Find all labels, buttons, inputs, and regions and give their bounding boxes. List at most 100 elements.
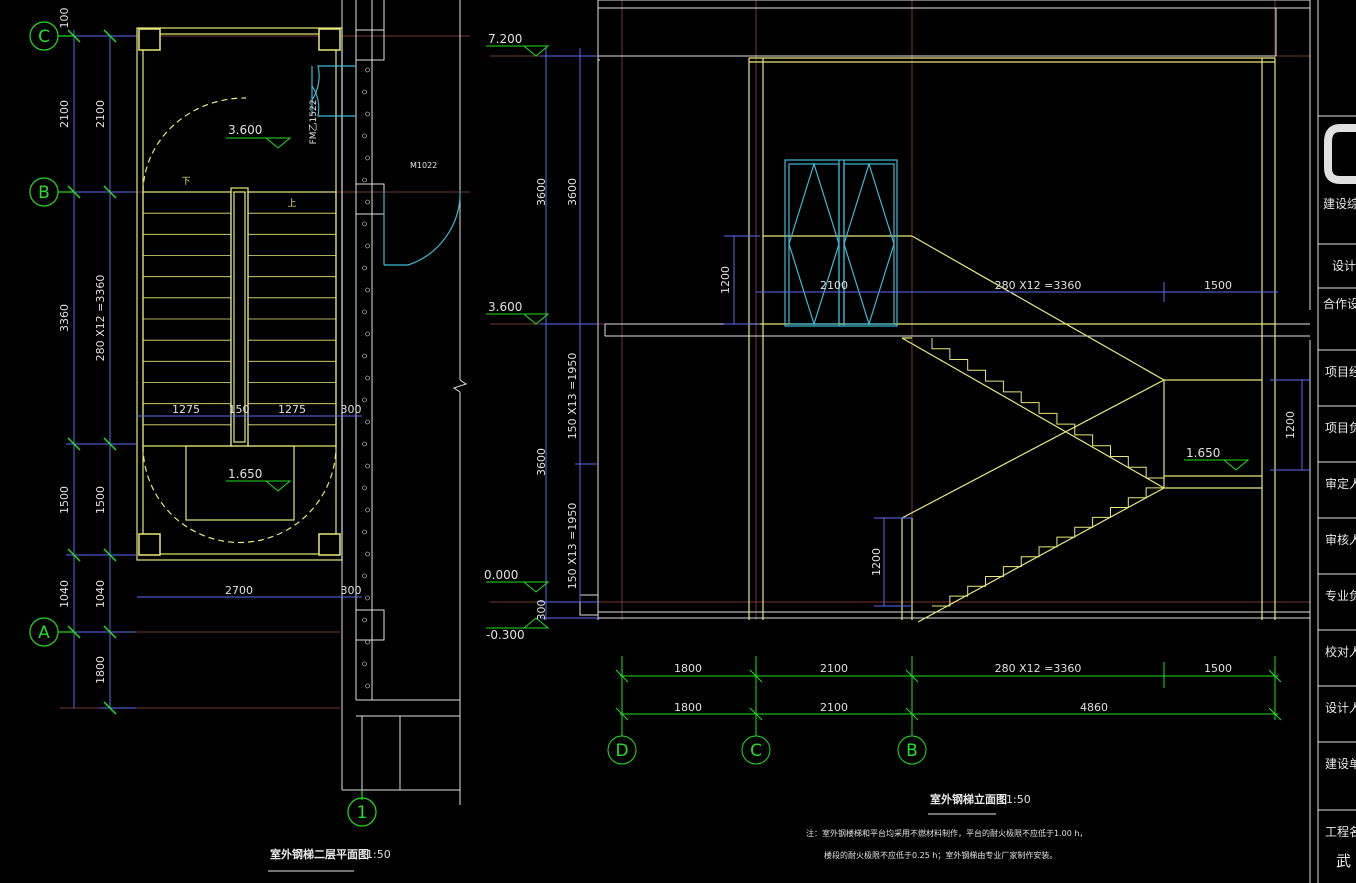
tb-row-12: 武 [1336, 852, 1351, 870]
tb-row-5: 审定人 [1325, 476, 1356, 491]
elev-bottom2-dim-2100: 2100 [820, 701, 848, 714]
plan-axis-c: C [38, 27, 50, 47]
column-top-left [138, 28, 161, 51]
elevation-scale: 1:50 [1006, 793, 1031, 806]
plan-dim-300-bottom: 300 [341, 584, 362, 597]
plan-arrow-up-label: 上 [287, 198, 296, 209]
wall-hatch-dot [365, 551, 370, 557]
title-block: 建设综 设计 合作设 项目经 项目负 审定人 审核人 专业负 校对人 设计人 建… [1317, 0, 1356, 883]
elev-side-dim-1200-bottom: 1200 [870, 548, 883, 576]
wall-hatch-dot [362, 133, 367, 139]
elev-top-dim-2100: 2100 [820, 279, 848, 292]
wall-hatch-dot [362, 661, 367, 667]
wall-hatch-dot [365, 375, 370, 381]
elev-axis-c: C [750, 741, 762, 761]
elev-level-0000: 0.000 [484, 568, 518, 582]
plan-axis-a: A [38, 623, 50, 643]
wall-hatch-dot [365, 67, 370, 73]
elev-dim-inner-3600: 3600 [566, 178, 579, 206]
wall-hatch-dot [365, 419, 370, 425]
wall-hatch-dot [362, 177, 367, 183]
tb-row-7: 专业负 [1325, 588, 1356, 603]
wall-hatch-dot [362, 221, 367, 227]
wall-hatch-dot [365, 287, 370, 293]
plan-dim-outer-3360: 3360 [58, 304, 71, 332]
wall-hatch-dot [362, 309, 367, 315]
wall-hatch-dot [362, 397, 367, 403]
stair-elevation-view: D C B 7.200 3.600 0.000 -0.300 1.650 360… [484, 0, 1311, 883]
wall-hatch-dot [362, 441, 367, 447]
elev-dim-outer-3600-lower: 3600 [535, 448, 548, 476]
wall-hatch-dot [362, 89, 367, 95]
elev-axis-b: B [906, 741, 918, 761]
plan-dim-outer-100: 100 [58, 8, 71, 29]
elevation-step-profile [931, 338, 1164, 479]
elev-top-dim-1500: 1500 [1204, 279, 1232, 292]
plan-dim-2700: 2700 [225, 584, 253, 597]
wall-hatch-dot [365, 243, 370, 249]
wall-hatch-dot [362, 485, 367, 491]
elev-side-dim-1200-right: 1200 [1284, 411, 1297, 439]
plan-dim-outer-1800: 1800 [94, 656, 107, 684]
wall-hatch-dot [365, 111, 370, 117]
tb-row-6: 审核人 [1325, 532, 1356, 547]
elev-dim-inner-1950-upper: 150 X13 =1950 [566, 353, 579, 440]
elevation-step-profile [932, 478, 1165, 607]
tb-row-4: 项目负 [1325, 421, 1356, 435]
elev-bottom2-dim-1800: 1800 [674, 701, 702, 714]
elev-bottom-dim-2100: 2100 [820, 662, 848, 675]
plan-level-1650: 1.650 [228, 467, 262, 481]
wall-hatch-dot [365, 507, 370, 513]
plan-level-3600: 3.600 [228, 123, 262, 137]
elevation-title: 室外钢梯立面图 [930, 792, 1007, 806]
elev-side-dim-1200-door: 1200 [719, 266, 732, 294]
column-top-right [318, 28, 341, 51]
plan-dim-outer-1500: 1500 [58, 486, 71, 514]
tb-row-9: 设计人 [1325, 701, 1356, 715]
elev-dim-outer-300: 300 [535, 600, 548, 621]
elev-axis-d: D [615, 741, 628, 761]
tb-row-1: 设计 [1332, 259, 1356, 273]
plan-scale: 1:50 [366, 848, 391, 861]
elevation-note-line2: 楼段的耐火极限不应低于0.25 h；室外钢梯由专业厂家制作安装。 [824, 850, 1057, 860]
plan-dim-300: 300 [341, 403, 362, 416]
wall-hatch-dot [362, 353, 367, 359]
tb-row-2: 合作设 [1323, 296, 1356, 311]
elev-dim-outer-3600-upper: 3600 [535, 178, 548, 206]
column-bottom-left [138, 533, 161, 556]
wall-hatch-dot [365, 199, 370, 205]
elev-bottom-dim-3360: 280 X12 =3360 [995, 662, 1082, 675]
wall-hatch-dot [365, 595, 370, 601]
plan-dim-1275-right: 1275 [278, 403, 306, 416]
elevation-note-line1: 注：室外钢楼梯和平台均采用不燃材料制作，平台的耐火极限不应低于1.00 h， [806, 828, 1087, 838]
plan-dim-inner-2100: 2100 [94, 100, 107, 128]
wall-hatch-dot [365, 639, 370, 645]
plan-dim-inner-1500: 1500 [94, 486, 107, 514]
stair-plan-view: C B A 1 100 2100 3360 1500 1040 1800 210… [29, 0, 468, 872]
wall-hatch-dot [365, 463, 370, 469]
wall-hatch-dot [365, 331, 370, 337]
plan-dim-inner-3360: 280 X12 =3360 [94, 275, 107, 362]
plan-dim-outer-1040: 1040 [58, 580, 71, 608]
wall-hatch-dot [365, 683, 370, 689]
plan-title: 室外钢梯二层平面图 [270, 847, 369, 861]
plan-dim-1275-left: 1275 [172, 403, 200, 416]
wall-hatch-dot [365, 155, 370, 161]
column-bottom-right [318, 533, 341, 556]
plan-dim-inner-1040: 1040 [94, 580, 107, 608]
elevation-door [784, 159, 898, 327]
door-swing-m1022 [384, 189, 461, 266]
company-logo-icon [1324, 124, 1356, 184]
elev-level-minus-0300: -0.300 [486, 628, 525, 642]
door-label-m1022: M1022 [410, 161, 437, 170]
elev-level-1650: 1.650 [1186, 446, 1220, 460]
tb-row-10: 建设单 [1325, 757, 1356, 771]
door-label-fm1522: FM乙1522 [308, 100, 319, 145]
plan-arrow-down-label: 下 [181, 177, 190, 187]
wall-hatch-dot [362, 617, 367, 623]
tb-row-3: 项目经 [1325, 365, 1356, 379]
plan-axis-1: 1 [357, 803, 368, 823]
plan-dim-outer-2100: 2100 [58, 100, 71, 128]
tb-row-11: 工程名 [1325, 824, 1356, 839]
